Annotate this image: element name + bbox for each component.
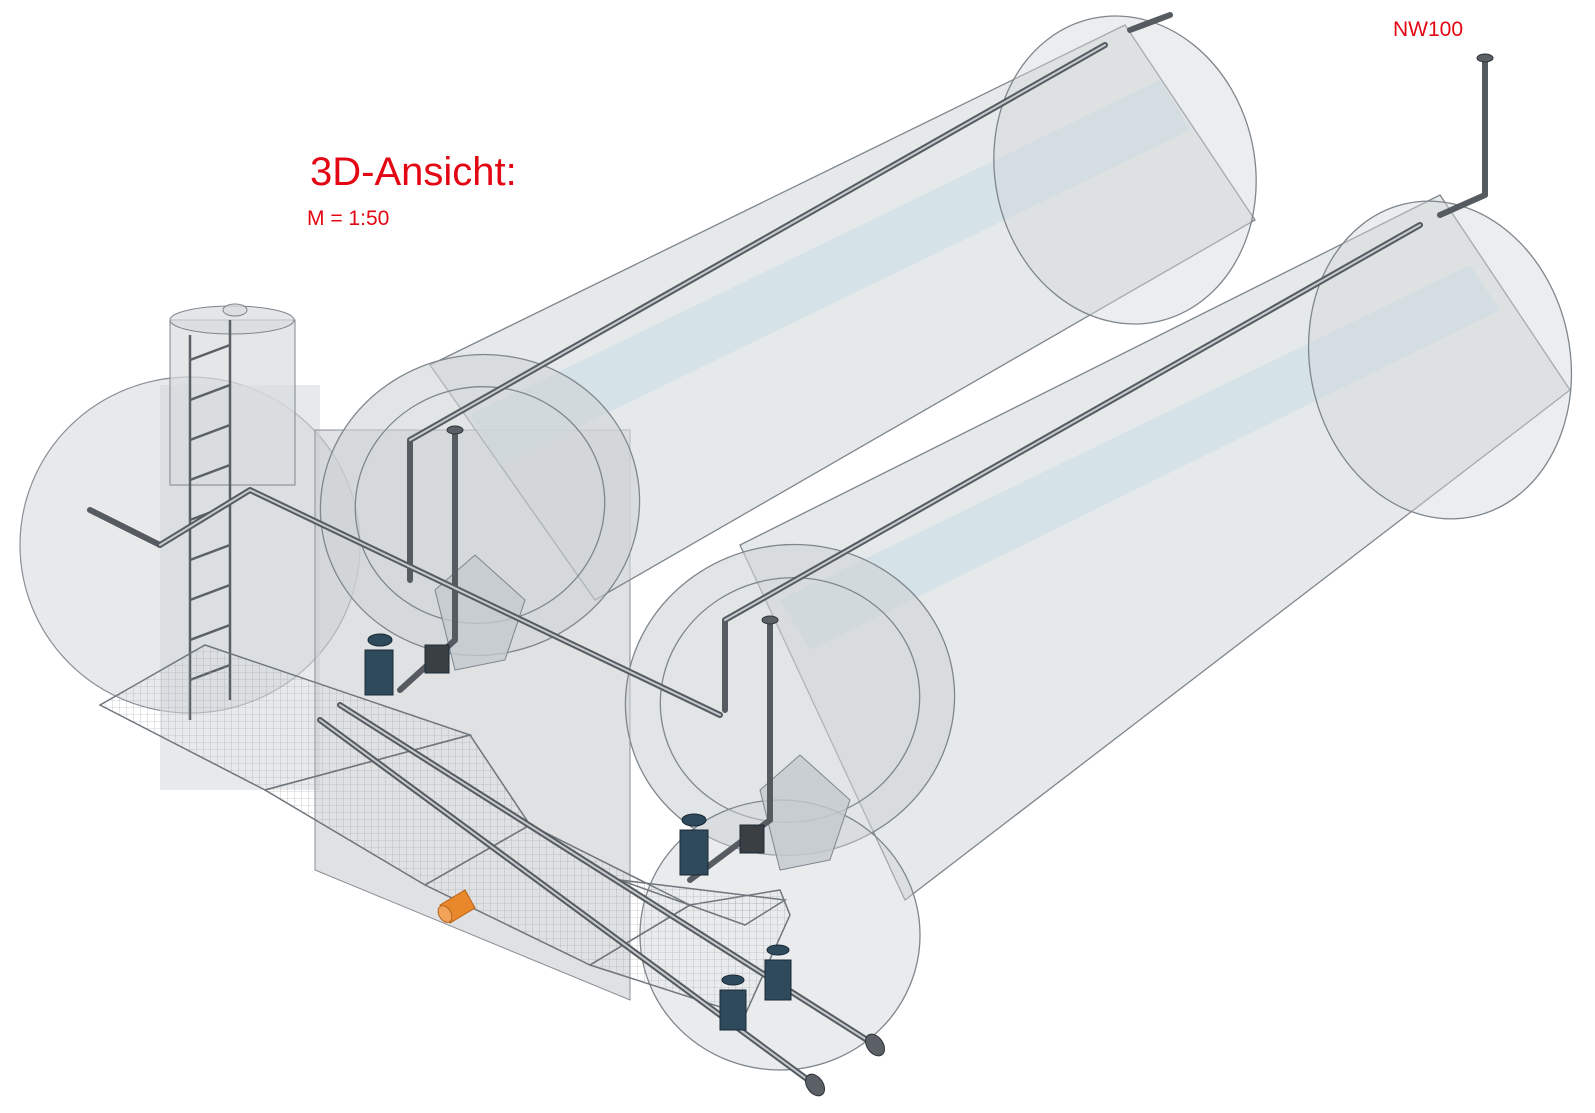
pipe-flanges — [446, 53, 1494, 1097]
orange-fitting — [437, 889, 476, 924]
view-title: 3D-Ansicht: — [310, 150, 517, 194]
gate-valves — [364, 633, 792, 1031]
tank-1 — [319, 15, 1257, 657]
scale-label: M = 1:50 — [307, 207, 390, 230]
tank-2 — [624, 194, 1573, 1071]
nominal-width-label: NW100 — [1393, 18, 1464, 41]
